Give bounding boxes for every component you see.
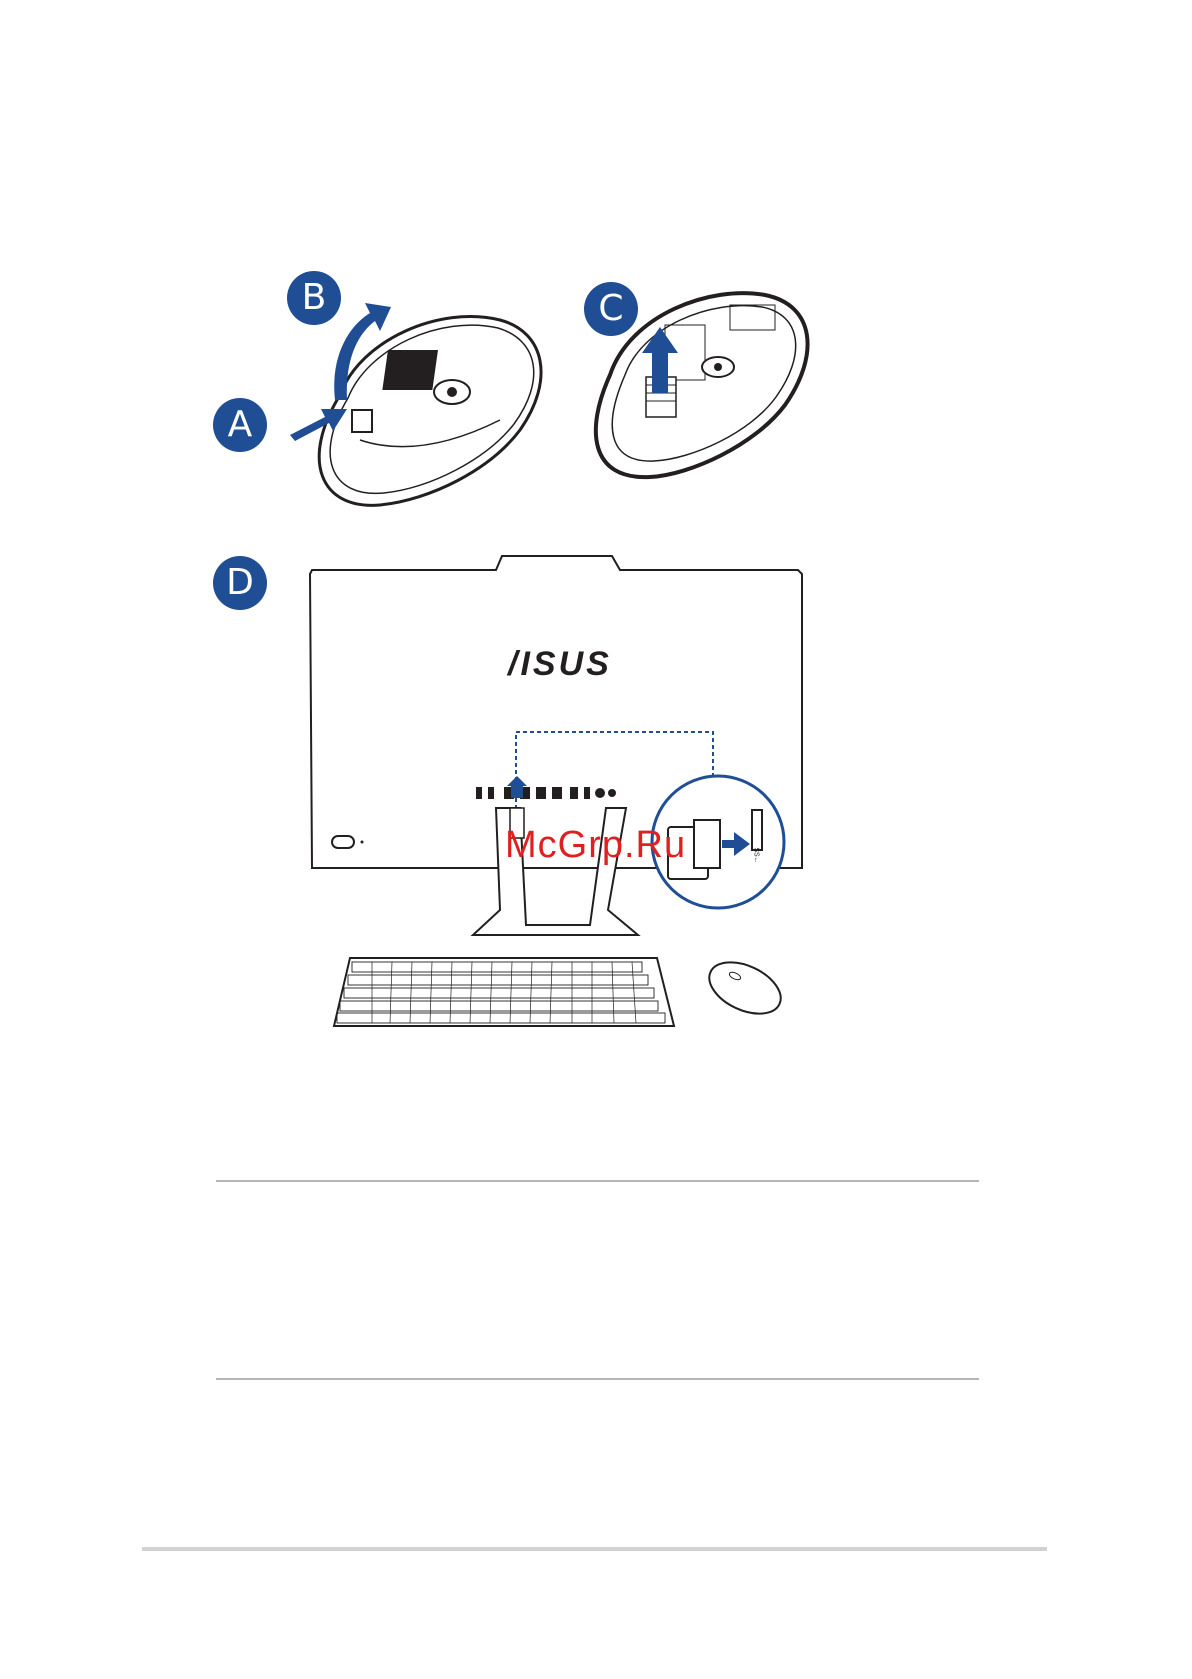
- step-badge-c: C: [584, 282, 638, 336]
- pull-up-arrow-icon: [640, 325, 680, 395]
- keyboard-illustration: [332, 956, 677, 1031]
- top-divider: [216, 1180, 979, 1182]
- watermark-text: McGrp.Ru: [505, 824, 686, 867]
- step-badge-a: A: [213, 398, 267, 452]
- usb-ss-label: SS←: [753, 847, 760, 863]
- bottom-divider: [216, 1378, 979, 1380]
- wireless-mouse-illustration: [705, 958, 787, 1018]
- step-badge-d: D: [213, 556, 267, 610]
- footer-rule: [142, 1547, 1047, 1551]
- step-badge-b: B: [287, 271, 341, 325]
- asus-logo: /ISUS: [508, 645, 612, 684]
